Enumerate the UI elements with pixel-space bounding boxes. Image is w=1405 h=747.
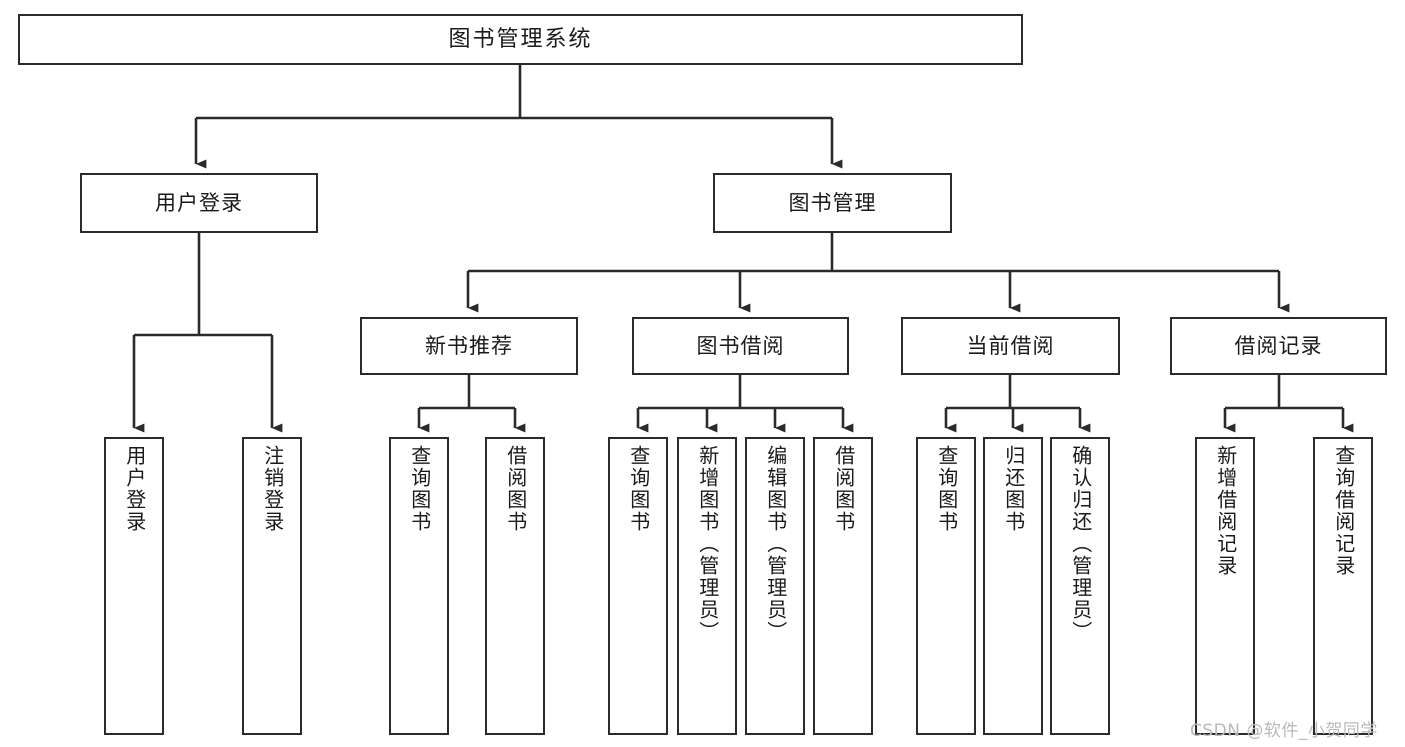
node-book-management[interactable]: 图书管理 [713, 173, 952, 233]
node-current-borrow[interactable]: 当前借阅 [901, 317, 1120, 375]
node-new-book-recommend-label: 新书推荐 [425, 333, 513, 358]
node-current-borrow-label: 当前借阅 [966, 333, 1055, 358]
node-leaf-query-book-recommend[interactable]: 查询图书 [389, 437, 449, 735]
node-root[interactable]: 图书管理系统 [18, 14, 1023, 65]
node-leaf-query-book-current-label: 查询图书 [934, 445, 959, 533]
node-leaf-return-book-label: 归还图书 [1001, 445, 1026, 533]
node-book-borrow-label: 图书借阅 [696, 333, 785, 358]
node-leaf-borrow-book-label: 借阅图书 [831, 445, 856, 533]
node-leaf-logout[interactable]: 注销登录 [242, 437, 302, 735]
node-leaf-edit-book-label: 编辑图书（管理员） [763, 445, 788, 643]
node-leaf-borrow-book-recommend[interactable]: 借阅图书 [485, 437, 545, 735]
node-borrow-record-label: 借阅记录 [1234, 333, 1323, 358]
node-book-management-label: 图书管理 [788, 190, 877, 215]
node-leaf-query-borrow-record-label: 查询借阅记录 [1331, 445, 1356, 577]
node-leaf-add-book-label: 新增图书（管理员） [695, 445, 720, 643]
node-leaf-return-book[interactable]: 归还图书 [983, 437, 1043, 735]
node-root-label: 图书管理系统 [448, 26, 593, 52]
node-user-login[interactable]: 用户登录 [80, 173, 318, 233]
node-leaf-query-borrow-record[interactable]: 查询借阅记录 [1313, 437, 1373, 735]
node-leaf-query-book-borrow[interactable]: 查询图书 [608, 437, 668, 735]
node-leaf-borrow-book-recommend-label: 借阅图书 [503, 445, 528, 533]
node-leaf-add-borrow-record-label: 新增借阅记录 [1213, 445, 1238, 577]
node-leaf-query-book-recommend-label: 查询图书 [407, 445, 432, 533]
node-leaf-query-book-current[interactable]: 查询图书 [916, 437, 976, 735]
node-leaf-borrow-book[interactable]: 借阅图书 [813, 437, 873, 735]
node-leaf-logout-label: 注销登录 [260, 445, 285, 533]
node-new-book-recommend[interactable]: 新书推荐 [360, 317, 578, 375]
node-leaf-query-book-borrow-label: 查询图书 [626, 445, 651, 533]
node-leaf-user-login-label: 用户登录 [122, 445, 147, 533]
node-borrow-record[interactable]: 借阅记录 [1170, 317, 1387, 375]
node-user-login-label: 用户登录 [155, 190, 243, 215]
node-leaf-confirm-return-label: 确认归还（管理员） [1068, 445, 1093, 643]
node-leaf-confirm-return[interactable]: 确认归还（管理员） [1050, 437, 1110, 735]
node-leaf-add-book[interactable]: 新增图书（管理员） [677, 437, 737, 735]
node-book-borrow[interactable]: 图书借阅 [632, 317, 849, 375]
node-leaf-add-borrow-record[interactable]: 新增借阅记录 [1195, 437, 1255, 735]
node-leaf-edit-book[interactable]: 编辑图书（管理员） [745, 437, 805, 735]
node-leaf-user-login[interactable]: 用户登录 [104, 437, 164, 735]
